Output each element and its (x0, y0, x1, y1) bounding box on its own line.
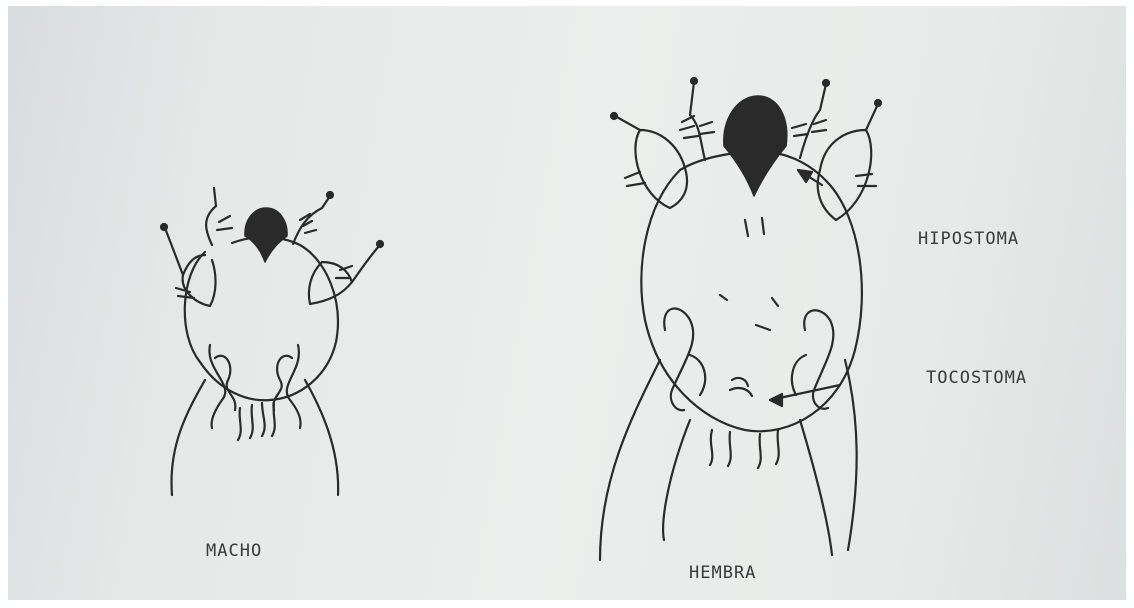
male-label: MACHO (206, 541, 262, 561)
female-body (641, 152, 862, 432)
female-filament-right (845, 360, 857, 550)
male-filament-left (171, 380, 205, 495)
female-filament-right-inner (800, 420, 832, 555)
male-leg-left-2 (183, 255, 216, 306)
female-mite-drawing (600, 78, 881, 560)
male-gnathosoma (245, 208, 287, 262)
tocostome-mark (730, 378, 752, 396)
male-loop-right (287, 345, 301, 428)
tocostome-label: TOCOSTOMA (926, 368, 1027, 388)
male-body (185, 237, 338, 400)
male-mite-drawing (161, 188, 383, 495)
female-gnathosoma (724, 96, 787, 196)
hypostome-label: HIPOSTOMA (918, 229, 1019, 249)
female-leg-left-2 (690, 82, 705, 160)
female-label: HEMBRA (689, 563, 756, 583)
male-leg-right-1 (293, 196, 330, 244)
male-filament-right (305, 380, 338, 495)
male-leg-left-1 (206, 188, 216, 245)
female-loop-right (804, 310, 833, 409)
female-loop-left (664, 309, 693, 411)
female-filament-left-inner (663, 420, 690, 540)
female-filament-left (600, 360, 660, 560)
